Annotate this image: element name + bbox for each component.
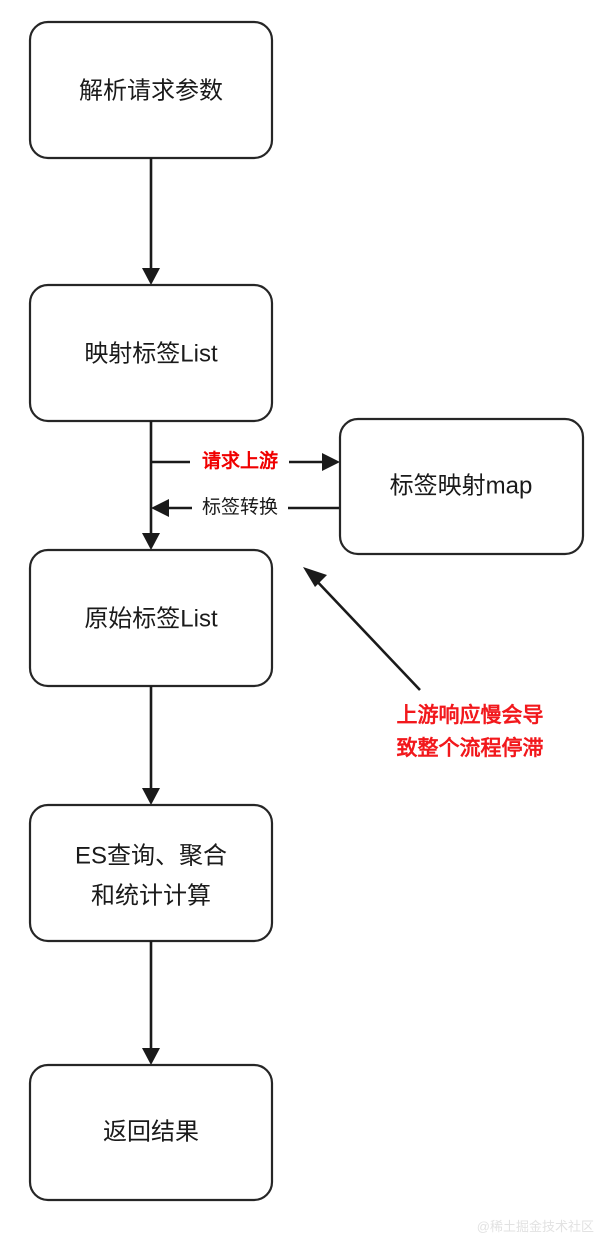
- annotation-arrow-head: [303, 567, 327, 587]
- node-parse-request-params-label: 解析请求参数: [79, 77, 223, 104]
- watermark: @稀土掘金技术社区: [477, 1219, 594, 1234]
- annotation-arrow-line: [311, 575, 421, 691]
- node-es-query-aggregate-shape: [28, 803, 274, 943]
- edge-es-query-to-result: [142, 941, 160, 1065]
- edge-es-query-to-result-arrowhead: [142, 1048, 160, 1065]
- node-mapped-tag-list[interactable]: 映射标签List: [28, 283, 274, 423]
- edge-request-upstream-label: 请求上游: [202, 449, 278, 472]
- node-return-result-label: 返回结果: [103, 1118, 199, 1145]
- annotation-slow-upstream-line-1: 上游响应慢会导: [397, 703, 544, 727]
- edge-parse-to-map-list-arrowhead: [142, 268, 160, 285]
- node-parse-request-params[interactable]: 解析请求参数: [28, 20, 274, 160]
- edge-map-list-to-raw-list: [142, 421, 160, 550]
- edge-raw-list-to-es-query-arrowhead: [142, 788, 160, 805]
- edge-parse-to-map-list: [142, 158, 160, 285]
- edge-raw-list-to-es-query: [142, 686, 160, 805]
- edge-request-upstream-arrowhead: [322, 453, 340, 471]
- edge-tag-conversion-arrowhead: [151, 499, 169, 517]
- node-es-query-aggregate-label-line-1: ES查询、聚合: [75, 842, 227, 869]
- edge-tag-conversion-label: 标签转换: [202, 496, 278, 518]
- node-return-result[interactable]: 返回结果: [28, 1063, 274, 1202]
- node-raw-tag-list[interactable]: 原始标签List: [28, 548, 274, 688]
- annotation-slow-upstream-line-2: 致整个流程停滞: [397, 736, 544, 760]
- node-es-query-aggregate[interactable]: ES查询、聚合 和统计计算: [28, 803, 274, 943]
- node-tag-mapping-map[interactable]: 标签映射map: [338, 417, 585, 556]
- node-mapped-tag-list-label: 映射标签List: [84, 340, 218, 367]
- node-raw-tag-list-label: 原始标签List: [84, 605, 218, 632]
- annotation-slow-upstream: 上游响应慢会导 致整个流程停滞: [397, 703, 544, 760]
- node-return-result-shape: [28, 1063, 274, 1202]
- node-tag-mapping-map-shape: [338, 417, 585, 556]
- annotation-arrow: [303, 567, 421, 691]
- node-tag-mapping-map-label: 标签映射map: [390, 472, 533, 499]
- node-es-query-aggregate-label-line-2: 和统计计算: [91, 882, 211, 909]
- edge-map-list-to-raw-list-arrowhead: [142, 533, 160, 550]
- edge-tag-conversion: 标签转换: [151, 496, 340, 518]
- edge-request-upstream: 请求上游: [151, 449, 340, 472]
